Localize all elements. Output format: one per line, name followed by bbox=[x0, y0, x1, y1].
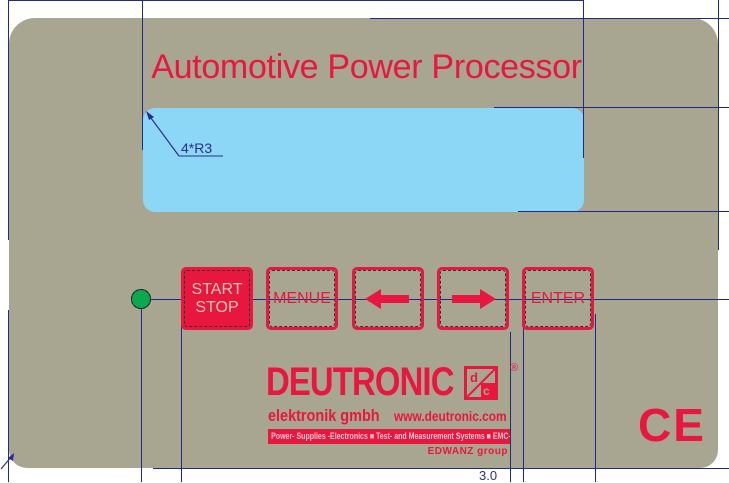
dimension-line bbox=[494, 107, 729, 108]
dimension-line bbox=[523, 322, 524, 482]
arrow-left-icon bbox=[365, 288, 409, 309]
tagline: Power- Supplies -Electronics ■ Test- and… bbox=[271, 431, 510, 441]
lcd-display bbox=[143, 108, 584, 212]
dimension-line bbox=[153, 468, 729, 469]
status-led-icon bbox=[131, 289, 151, 309]
svg-text:c: c bbox=[483, 384, 490, 397]
menue-button[interactable]: MENUE bbox=[266, 267, 338, 330]
dimension-line bbox=[718, 0, 719, 250]
right-arrow-button[interactable] bbox=[437, 267, 509, 330]
brand-name: DEUTRONIC bbox=[266, 360, 454, 404]
dimension-line bbox=[142, 0, 143, 150]
dimension-label: 3.0 bbox=[479, 468, 498, 483]
radius-leader bbox=[146, 111, 223, 157]
menue-label: MENUE bbox=[273, 289, 331, 307]
svg-text:d: d bbox=[470, 370, 478, 385]
enter-button[interactable]: ENTER bbox=[522, 267, 594, 330]
dc-logo-icon: d c bbox=[464, 366, 498, 400]
deutronic-logo: DEUTRONIC d c ® elektronik gmbh www.deut… bbox=[266, 360, 518, 460]
dimension-line bbox=[510, 332, 511, 482]
company-subtitle: elektronik gmbh bbox=[268, 406, 380, 425]
start-label: START bbox=[191, 280, 243, 298]
dimension-line bbox=[583, 0, 584, 158]
arrow-right-icon bbox=[452, 288, 496, 309]
dimension-line bbox=[181, 324, 182, 482]
ce-mark-icon: CE bbox=[638, 399, 706, 451]
stop-label: STOP bbox=[195, 298, 239, 316]
radius-label: 4*R3 bbox=[181, 140, 213, 156]
dimension-line bbox=[141, 300, 142, 482]
start-stop-button[interactable]: START STOP bbox=[181, 267, 253, 330]
left-arrow-button[interactable] bbox=[352, 267, 424, 330]
website-link: www.deutronic.com bbox=[394, 408, 507, 424]
dimension-line bbox=[370, 18, 729, 19]
dimension-line bbox=[8, 0, 9, 240]
dimension-line bbox=[8, 0, 584, 1]
registered-mark: ® bbox=[510, 362, 519, 374]
dimension-line bbox=[8, 310, 9, 482]
front-panel bbox=[9, 18, 718, 468]
dimension-line bbox=[595, 314, 596, 482]
group-name: EDWANZ group bbox=[427, 446, 508, 457]
enter-label: ENTER bbox=[530, 289, 586, 307]
corner-leader bbox=[0, 453, 14, 470]
panel-title: Automotive Power Processor bbox=[151, 48, 582, 86]
dimension-line bbox=[518, 211, 729, 212]
tagline-bar: Power- Supplies -Electronics ■ Test- and… bbox=[268, 429, 510, 444]
